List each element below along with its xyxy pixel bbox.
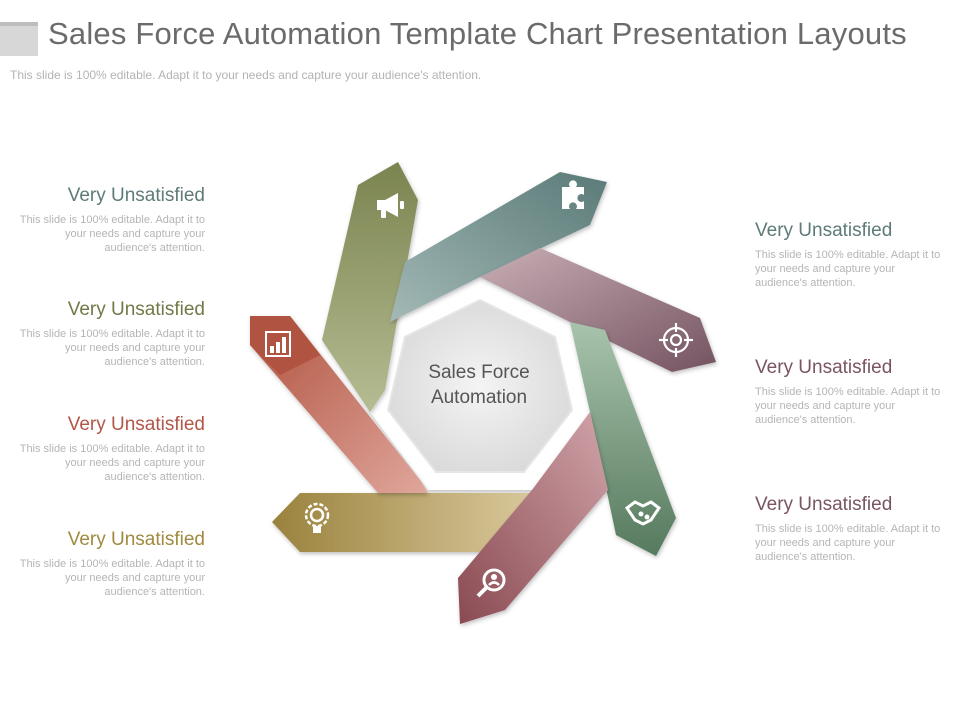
arrow-olive xyxy=(322,162,418,412)
search-person-icon xyxy=(476,568,506,598)
puzzle-icon xyxy=(562,180,584,209)
right-item-1-heading: Very Unsatisfied xyxy=(755,220,893,241)
left-item-1: Very Unsatisfied This slide is 100% edit… xyxy=(15,185,205,255)
left-item-2-text: This slide is 100% editable. Adapt it to… xyxy=(19,328,205,368)
hub-label-line-1: Sales Force xyxy=(428,362,530,383)
right-item-3: Very Unsatisfied This slide is 100% edit… xyxy=(755,494,945,564)
arrow-green xyxy=(570,322,676,556)
left-item-2-heading: Very Unsatisfied xyxy=(67,299,205,320)
right-item-3-text: This slide is 100% editable. Adapt it to… xyxy=(755,523,941,563)
left-item-4: Very Unsatisfied This slide is 100% edit… xyxy=(15,529,205,599)
handshake-icon xyxy=(624,500,662,526)
title-accent-bar xyxy=(0,22,38,56)
left-item-1-text: This slide is 100% editable. Adapt it to… xyxy=(19,214,205,254)
left-item-4-heading: Very Unsatisfied xyxy=(67,529,205,550)
right-item-2-text: This slide is 100% editable. Adapt it to… xyxy=(755,386,941,426)
target-icon xyxy=(659,323,693,357)
left-item-3-text: This slide is 100% editable. Adapt it to… xyxy=(19,443,205,483)
lightbulb-icon xyxy=(304,502,330,533)
hub-heptagon xyxy=(386,298,574,473)
left-item-4-text: This slide is 100% editable. Adapt it to… xyxy=(19,558,205,598)
right-item-1-text: This slide is 100% editable. Adapt it to… xyxy=(755,249,941,289)
arrow-gold xyxy=(272,493,530,552)
right-item-1: Very Unsatisfied This slide is 100% edit… xyxy=(755,220,945,290)
arrow-mauve xyxy=(480,248,716,372)
megaphone-icon xyxy=(377,193,404,218)
hub-label: Sales Force Automation xyxy=(400,360,558,410)
right-item-2-heading: Very Unsatisfied xyxy=(755,357,893,378)
hub-label-line-2: Automation xyxy=(430,387,528,408)
left-item-2: Very Unsatisfied This slide is 100% edit… xyxy=(15,299,205,369)
bar-chart-icon xyxy=(265,331,291,357)
page-subtitle: This slide is 100% editable. Adapt it to… xyxy=(10,68,482,82)
left-item-1-heading: Very Unsatisfied xyxy=(67,185,205,206)
left-item-3-heading: Very Unsatisfied xyxy=(67,414,205,435)
arrow-teal xyxy=(390,172,607,322)
left-item-3: Very Unsatisfied This slide is 100% edit… xyxy=(15,414,205,484)
page-title: Sales Force Automation Template Chart Pr… xyxy=(48,16,907,51)
right-item-2: Very Unsatisfied This slide is 100% edit… xyxy=(755,357,945,427)
right-item-3-heading: Very Unsatisfied xyxy=(755,494,893,515)
